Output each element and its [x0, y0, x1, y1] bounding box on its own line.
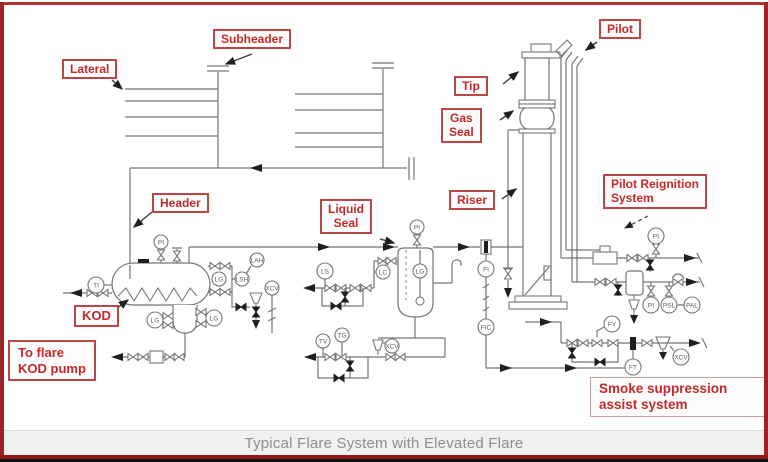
pilot-reignition-group	[561, 243, 705, 324]
instrument-smoke-xcv: XCV	[672, 348, 690, 366]
label-liquid-seal: Liquid Seal	[320, 199, 372, 234]
label-to-flare-line1: To flare	[18, 345, 64, 360]
svg-text:PI: PI	[414, 225, 420, 232]
instrument-kod-lsh: LSH	[234, 271, 250, 287]
flare-header-line	[129, 157, 415, 265]
label-gas-seal: Gas Seal	[441, 108, 482, 143]
label-subheader: Subheader	[213, 29, 292, 50]
label-pilot-reignition: Pilot Reignition System	[603, 174, 707, 209]
instrument-kod-lg: LG	[211, 271, 227, 287]
label-gas-seal-line2: Seal	[449, 125, 474, 140]
label-liquid-seal-line2: Seal	[333, 216, 359, 231]
flare-diagram-canvas: PI TI LG LSH LAH XCV LG LG PI LS LC LG X…	[63, 39, 708, 382]
label-pilot-reignition-line2: System	[611, 191, 654, 206]
instrument-seal-lg: LG	[412, 263, 428, 279]
frame-border-top	[0, 2, 768, 5]
svg-text:LAH: LAH	[251, 258, 264, 265]
label-kod: KOD	[74, 305, 119, 327]
svg-text:FIC: FIC	[481, 325, 492, 332]
svg-text:TI: TI	[93, 283, 99, 290]
kod-drum-group	[63, 243, 398, 364]
label-smoke-line1: Smoke suppression	[599, 381, 728, 396]
instrument-kod-xcv: XCV	[264, 280, 280, 296]
frame-border-black	[0, 459, 768, 462]
frame-border-left	[0, 2, 4, 455]
label-lateral: Lateral	[62, 59, 118, 80]
label-header: Header	[152, 193, 209, 214]
instrument-seal-tg: TG	[334, 327, 350, 343]
instrument-smoke-ft: FT	[624, 358, 642, 376]
instrument-seal-pi: PI	[409, 219, 425, 235]
instrument-kod-ti: TI	[87, 276, 105, 294]
instrument-pilot-pal: PAL	[683, 296, 701, 314]
svg-text:XCV: XCV	[385, 344, 399, 351]
svg-text:FT: FT	[629, 365, 637, 372]
svg-text:FY: FY	[608, 322, 617, 329]
instrument-boot-lg-left: LG	[146, 311, 164, 329]
svg-text:PI: PI	[648, 303, 654, 310]
instrument-flow-fi: FI	[477, 260, 495, 278]
instrument-kod-lah: LAH	[249, 252, 265, 268]
instrument-pilot-psl: PSL	[660, 296, 678, 314]
svg-text:TV: TV	[319, 339, 328, 346]
svg-text:PI: PI	[158, 240, 164, 247]
svg-text:LSH: LSH	[236, 277, 249, 284]
label-smoke-suppression: Smoke suppression assist system	[590, 377, 768, 418]
svg-text:FI: FI	[483, 267, 489, 274]
instrument-flow-fic: FIC	[477, 318, 495, 336]
svg-text:LG: LG	[210, 316, 219, 323]
label-liquid-seal-line1: Liquid	[328, 202, 364, 216]
instrument-bubbles: PI TI LG LSH LAH XCV LG LG PI LS LC LG X…	[87, 219, 701, 376]
label-to-flare-line2: KOD pump	[18, 360, 86, 376]
svg-text:XCV: XCV	[674, 355, 688, 362]
smoke-suppression-group	[486, 318, 708, 372]
label-leader-arrows	[111, 41, 649, 310]
flare-stack-group	[508, 39, 600, 310]
label-to-flare-kod-pump: To flare KOD pump	[8, 340, 96, 382]
laterals-right	[295, 62, 394, 168]
label-pilot: Pilot	[599, 19, 641, 40]
caption-text: Typical Flare System with Elevated Flare	[244, 435, 524, 452]
liquid-seal-group	[303, 234, 462, 382]
svg-text:LG: LG	[151, 318, 160, 325]
instrument-seal-lc: LC	[375, 264, 391, 280]
svg-text:XCV: XCV	[265, 286, 279, 293]
instrument-pilot-pi-b: PI	[642, 296, 660, 314]
label-smoke-line2: assist system	[599, 397, 688, 413]
label-riser: Riser	[449, 190, 496, 211]
frame-border-bottom	[0, 455, 768, 459]
label-tip: Tip	[454, 76, 488, 97]
label-pilot-reignition-line1: Pilot Reignition	[611, 177, 699, 191]
svg-text:PI: PI	[653, 234, 659, 241]
svg-text:LC: LC	[379, 270, 388, 277]
caption-band: Typical Flare System with Elevated Flare	[4, 430, 764, 456]
label-gas-seal-line1: Gas	[450, 111, 473, 125]
svg-text:TG: TG	[337, 333, 346, 340]
instrument-seal-ls: LS	[316, 262, 334, 280]
instrument-seal-xcv: XCV	[384, 338, 400, 354]
svg-text:PSL: PSL	[663, 303, 676, 310]
svg-text:LG: LG	[416, 269, 425, 276]
riser-inlet-line	[433, 129, 523, 368]
instrument-seal-tv: TV	[315, 333, 331, 349]
instrument-pilot-pi-a: PI	[647, 227, 665, 245]
laterals-left	[125, 65, 229, 168]
svg-text:LG: LG	[215, 277, 224, 284]
svg-text:PAL: PAL	[686, 303, 698, 310]
instrument-kod-pi: PI	[153, 234, 169, 250]
instrument-smoke-fy: FY	[603, 315, 621, 333]
instrument-boot-lg-right: LG	[205, 309, 223, 327]
svg-text:LS: LS	[321, 269, 330, 276]
frame-border-right	[764, 2, 768, 455]
